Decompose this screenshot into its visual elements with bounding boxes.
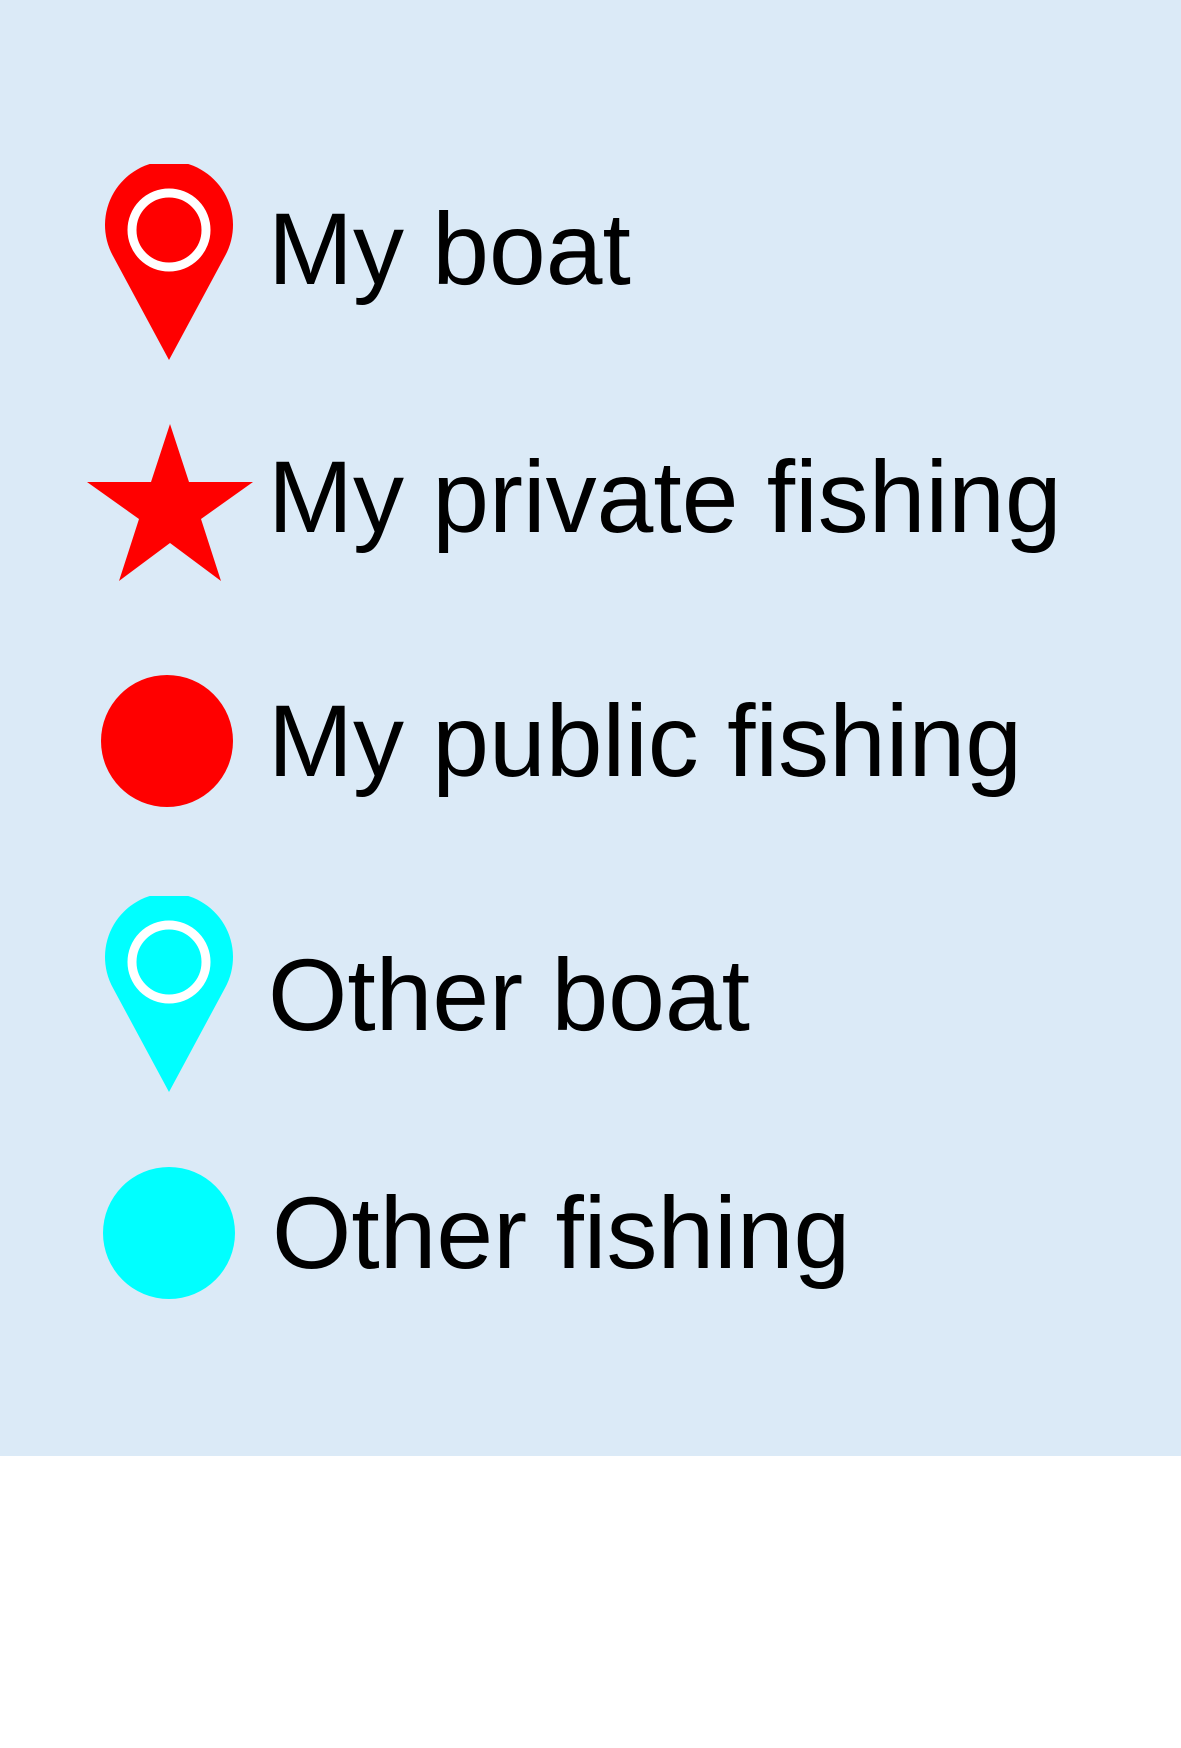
red-star-icon bbox=[87, 424, 253, 581]
legend-label-my-private-fishing: My private fishing bbox=[268, 440, 1062, 554]
legend-item-other-fishing: Other fishing bbox=[0, 1138, 1181, 1328]
legend-item-my-boat: My boat bbox=[0, 154, 1181, 360]
map-legend-panel: My boat My private fishing My public fis… bbox=[0, 0, 1181, 1456]
legend-item-other-boat: Other boat bbox=[0, 896, 1181, 1092]
legend-item-my-public-fishing: My public fishing bbox=[0, 646, 1181, 836]
cyan-boat-pin-icon bbox=[105, 896, 233, 1092]
legend-label-other-boat: Other boat bbox=[268, 938, 750, 1052]
legend-label-my-public-fishing: My public fishing bbox=[268, 684, 1022, 798]
legend-label-other-fishing: Other fishing bbox=[272, 1176, 851, 1290]
legend-item-my-private-fishing: My private fishing bbox=[0, 402, 1181, 592]
legend-label-my-boat: My boat bbox=[268, 192, 631, 306]
red-boat-pin-icon bbox=[105, 164, 233, 360]
cyan-circle-icon bbox=[103, 1167, 235, 1299]
red-circle-icon bbox=[101, 675, 233, 807]
